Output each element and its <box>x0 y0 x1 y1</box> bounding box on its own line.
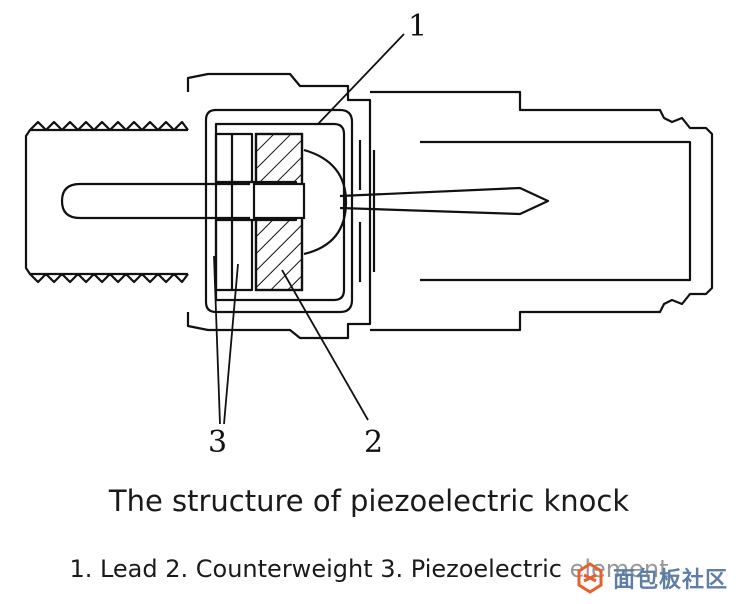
thread-teeth-top <box>29 120 189 132</box>
leader-line-2 <box>281 269 369 421</box>
callout-1: 1 <box>408 9 427 44</box>
connector-shell <box>370 90 714 332</box>
watermark: 面包板社区 <box>568 558 732 598</box>
connector-partition <box>358 140 376 282</box>
leader-line-3b <box>223 263 239 425</box>
piezo-element-upper <box>214 132 254 184</box>
figure-legend: 1. Lead 2. Counterweight 3. Piezoelectri… <box>69 555 669 583</box>
figure-title: The structure of piezoelectric knock <box>108 484 630 518</box>
lead-rod <box>60 182 250 220</box>
sensor-structure-diagram: 1 2 3 <box>24 9 714 460</box>
housing-cavity <box>214 122 346 302</box>
terminal-pin <box>339 186 550 216</box>
callout-3: 3 <box>208 425 227 460</box>
leader-line-3a <box>213 255 221 425</box>
hex-housing <box>186 72 372 340</box>
contact-dome <box>303 148 348 256</box>
threaded-stud <box>24 128 188 276</box>
counterweight-center-hole <box>252 182 306 220</box>
callout-2: 2 <box>364 425 383 460</box>
piezo-element-lower <box>214 218 254 292</box>
housing-inner-wall <box>204 108 354 314</box>
connector-socket <box>420 140 692 282</box>
leader-line-1 <box>317 33 405 125</box>
watermark-text: 面包板社区 <box>612 568 728 593</box>
watermark-logo-icon <box>577 562 603 594</box>
thread-teeth-bottom <box>29 272 189 284</box>
